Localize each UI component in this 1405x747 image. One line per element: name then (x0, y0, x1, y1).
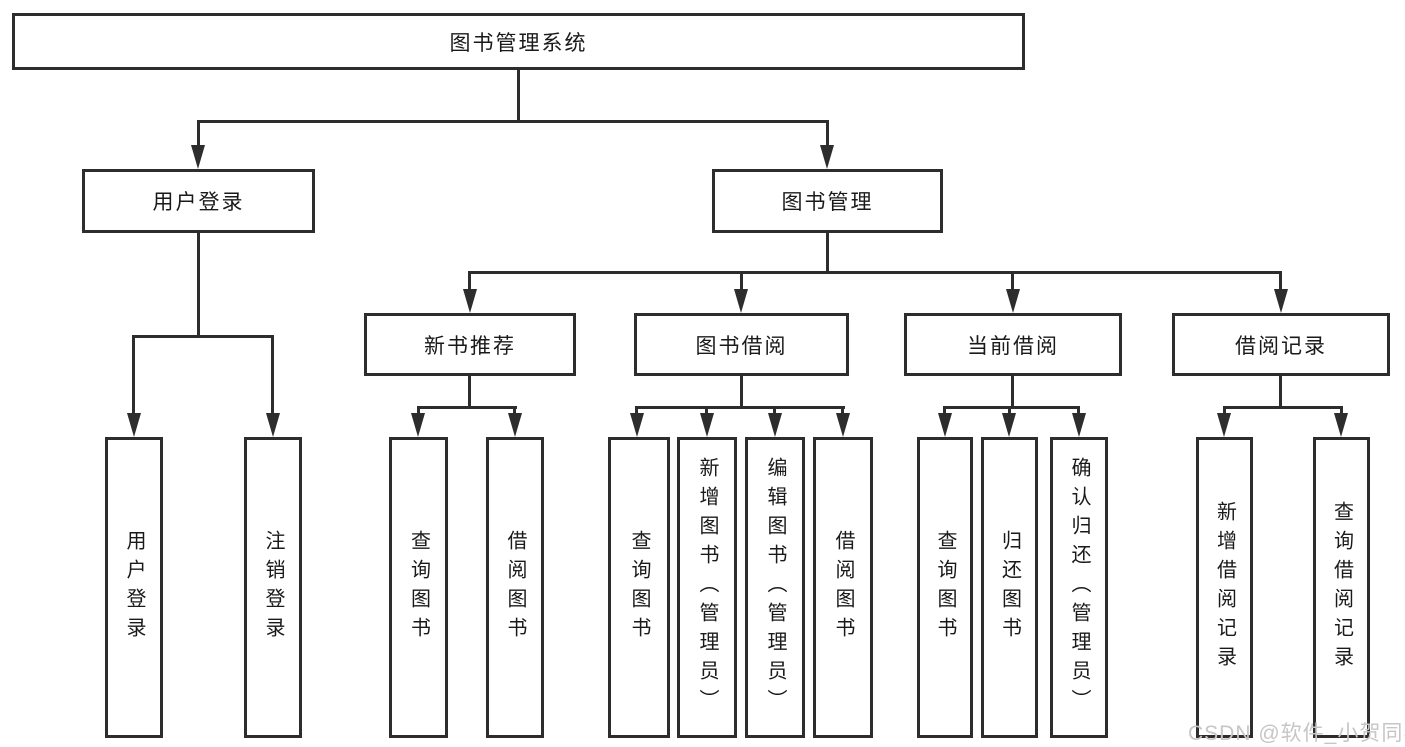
edge-root-stem (517, 70, 520, 120)
node-leaf-return-book: 归还图书 (981, 437, 1038, 738)
edge-book-management-stem (826, 233, 829, 271)
edge-to-borrow-record (1279, 271, 1282, 289)
node-book-borrow: 图书借阅 (634, 313, 849, 376)
edge-book-borrow-hline (635, 406, 845, 409)
edge-to-leaf (417, 406, 420, 413)
arrow-down-icon (463, 289, 477, 313)
edge-current-borrow-stem (1011, 376, 1014, 406)
arrow-down-icon (1002, 413, 1016, 437)
arrow-down-icon (820, 145, 834, 169)
node-user-login: 用户登录 (82, 169, 315, 233)
edge-to-leaf (513, 406, 516, 413)
node-borrow-record: 借阅记录 (1172, 313, 1390, 376)
edge-to-new-book-recommend (468, 271, 471, 289)
arrow-down-icon (1217, 413, 1231, 437)
arrow-down-icon (266, 413, 280, 437)
edge-new-book-recommend-hline (417, 406, 517, 409)
arrow-down-icon (1006, 289, 1020, 313)
edge-to-leaf-user-login (132, 335, 135, 413)
node-leaf-user-login: 用户登录 (105, 437, 163, 738)
arrow-down-icon (734, 289, 748, 313)
edge-root-to-user-login (197, 120, 200, 148)
edge-to-leaf (1223, 406, 1226, 413)
edge-to-book-borrow (740, 271, 743, 289)
arrow-down-icon (1334, 413, 1348, 437)
node-leaf-query-book-current: 查询图书 (917, 437, 973, 738)
edge-root-to-book-management (826, 120, 829, 148)
edge-to-leaf (1340, 406, 1343, 413)
edge-to-leaf (635, 406, 638, 413)
edge-user-login-stem (197, 233, 200, 335)
edge-new-book-recommend-stem (468, 376, 471, 406)
node-current-borrow: 当前借阅 (904, 313, 1122, 376)
edge-book-borrow-stem (740, 376, 743, 406)
edge-to-leaf-logout (271, 335, 274, 413)
arrow-down-icon (127, 413, 141, 437)
arrow-down-icon (1274, 289, 1288, 313)
node-library-system: 图书管理系统 (12, 13, 1025, 70)
edge-book-management-hline (468, 271, 1282, 274)
node-new-book-recommend: 新书推荐 (364, 313, 576, 376)
edge-root-hline (197, 120, 829, 123)
node-leaf-logout: 注销登录 (244, 437, 302, 738)
arrow-down-icon (1072, 413, 1086, 437)
node-leaf-query-borrow-record: 查询借阅记录 (1313, 437, 1370, 738)
node-leaf-edit-book-admin: 编辑图书（管理员） (745, 437, 805, 738)
arrow-down-icon (836, 413, 850, 437)
arrow-down-icon (508, 413, 522, 437)
edge-to-leaf (773, 406, 776, 413)
edge-current-borrow-hline (943, 406, 1080, 409)
edge-to-leaf (705, 406, 708, 413)
node-book-management: 图书管理 (712, 169, 943, 233)
node-leaf-query-book-borrow: 查询图书 (608, 437, 670, 738)
node-leaf-query-book-newrec: 查询图书 (389, 437, 448, 738)
node-leaf-confirm-return-admin: 确认归还（管理员） (1050, 437, 1108, 738)
arrow-down-icon (938, 413, 952, 437)
node-leaf-add-borrow-record: 新增借阅记录 (1196, 437, 1253, 738)
edge-to-leaf (1077, 406, 1080, 413)
csdn-watermark: CSDN @软件_小贺同学 (1188, 722, 1405, 745)
node-leaf-borrow-book-newrec: 借阅图书 (486, 437, 544, 738)
edge-borrow-record-stem (1279, 376, 1282, 406)
node-leaf-borrow-book-borrow: 借阅图书 (813, 437, 873, 738)
arrow-down-icon (700, 413, 714, 437)
arrow-down-icon (630, 413, 644, 437)
arrow-down-icon (411, 413, 425, 437)
arrow-down-icon (191, 145, 205, 169)
edge-to-current-borrow (1011, 271, 1014, 289)
edge-borrow-record-hline (1223, 406, 1342, 409)
arrow-down-icon (768, 413, 782, 437)
edge-to-leaf (841, 406, 844, 413)
edge-to-leaf (1008, 406, 1011, 413)
node-leaf-add-book-admin: 新增图书（管理员） (677, 437, 737, 738)
edge-to-leaf (943, 406, 946, 413)
edge-user-login-hline (132, 335, 274, 338)
